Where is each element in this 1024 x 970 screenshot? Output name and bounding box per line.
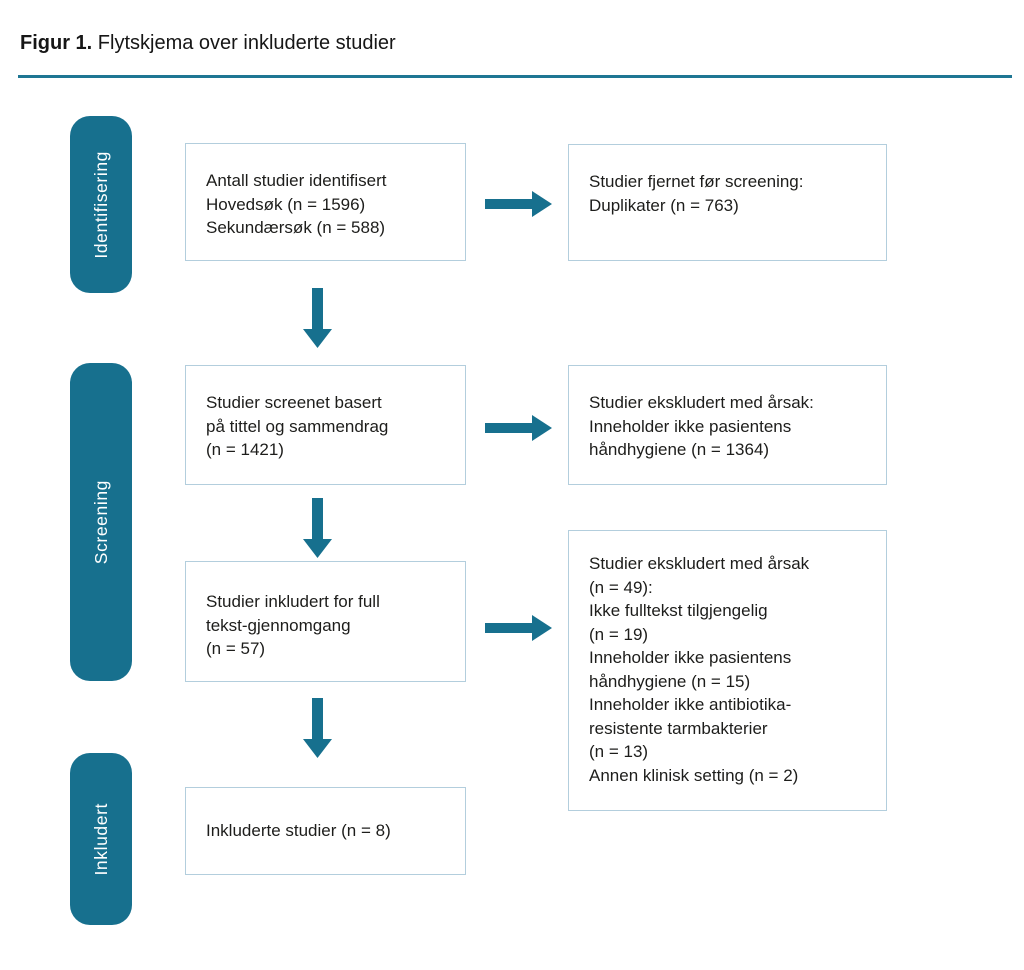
title-divider xyxy=(18,75,1012,78)
stage-screening-label: Screening xyxy=(90,479,111,565)
box-studies-identified: Antall studier identifisert Hovedsøk (n … xyxy=(185,143,466,261)
box-removed-before-screening: Studier fjernet før screening: Duplikate… xyxy=(568,144,887,261)
box-studies-included: Inkluderte studier (n = 8) xyxy=(185,787,466,875)
figure-title: Figur 1. Flytskjema over inkluderte stud… xyxy=(20,31,396,55)
arrow-down-icon xyxy=(303,698,332,758)
arrow-down-icon xyxy=(303,288,332,348)
box-excluded-fulltext: Studier ekskludert med årsak (n = 49): I… xyxy=(568,530,887,811)
stage-inkludert: Inkludert xyxy=(70,753,132,925)
stage-identifisering-label: Identifisering xyxy=(90,150,111,259)
box-fulltext-review: Studier inkludert for full tekst-gjennom… xyxy=(185,561,466,682)
stage-screening: Screening xyxy=(70,363,132,681)
box-excluded-title-abstract: Studier ekskludert med årsak: Inneholder… xyxy=(568,365,887,485)
stage-identifisering: Identifisering xyxy=(70,116,132,293)
figure-caption: Flytskjema over inkluderte studier xyxy=(97,32,396,54)
stage-inkludert-label: Inkludert xyxy=(90,802,111,876)
arrow-right-icon xyxy=(485,191,552,217)
arrow-right-icon xyxy=(485,415,552,441)
arrow-right-icon xyxy=(485,615,552,641)
box-studies-screened: Studier screenet basert på tittel og sam… xyxy=(185,365,466,485)
figure-number-label: Figur 1. xyxy=(20,32,93,54)
arrow-down-icon xyxy=(303,498,332,558)
